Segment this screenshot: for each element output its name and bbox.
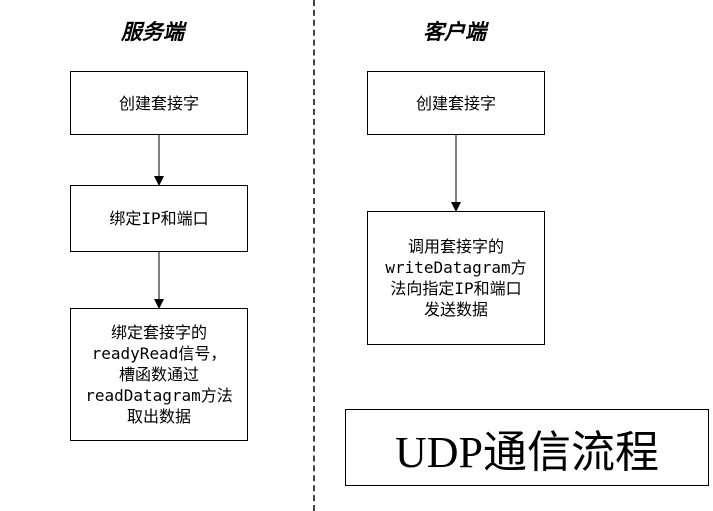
step-text-line: 创建套接字 — [118, 93, 199, 113]
server-step-create-socket: 创建套接字 — [70, 71, 248, 135]
step-text-line: 发送数据 — [423, 300, 488, 319]
column-divider — [313, 0, 315, 511]
server-step-receive-data: 绑定套接字的 readyRead信号， 槽函数通过 readDatagram方法… — [70, 308, 248, 441]
client-step-send-data: 调用套接字的 writeDatagram方 法向指定IP和端口 发送数据 — [367, 211, 545, 345]
step-text-line: 取出数据 — [126, 407, 191, 426]
step-text-line: 槽函数通过 — [118, 365, 199, 384]
step-text-line: 创建套接字 — [415, 93, 496, 113]
step-text-line: 法向指定IP和端口 — [390, 279, 522, 298]
step-text-line: 调用套接字的 — [407, 237, 504, 256]
server-heading: 服务端 — [121, 19, 184, 44]
step-text-line: 绑定IP和端口 — [109, 209, 209, 228]
diagram-title: UDP通信流程 — [345, 409, 709, 486]
server-step-bind-ip-port: 绑定IP和端口 — [70, 185, 248, 252]
step-text-line: readyRead信号， — [91, 344, 227, 363]
client-heading: 客户端 — [423, 19, 486, 44]
step-text-line: 绑定套接字的 — [110, 323, 207, 342]
step-text-line: readDatagram方法 — [85, 386, 233, 405]
step-text-line: writeDatagram方 — [385, 258, 527, 277]
client-step-create-socket: 创建套接字 — [367, 71, 545, 135]
